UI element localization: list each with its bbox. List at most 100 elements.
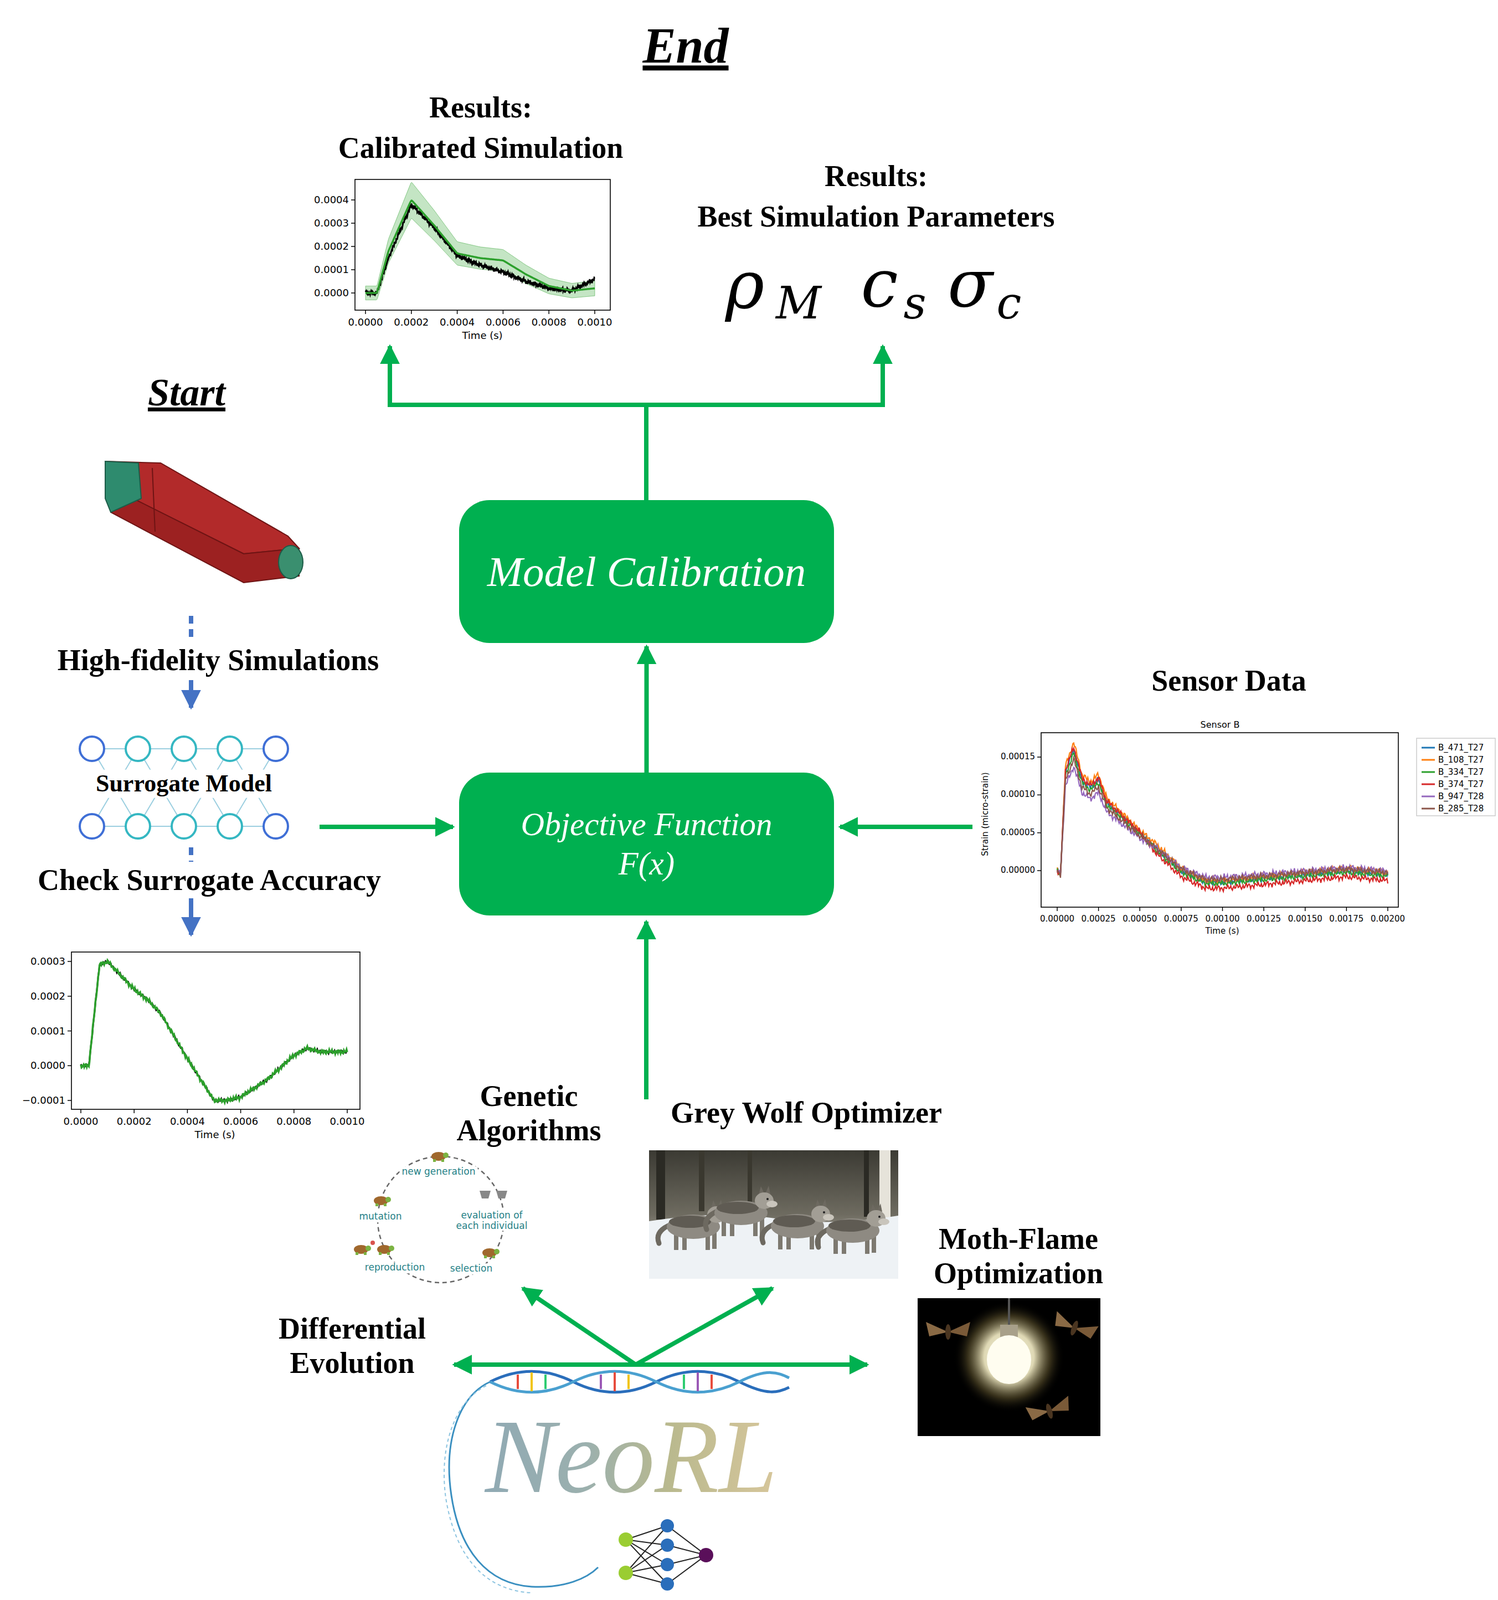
cycle-step: selection xyxy=(448,1263,495,1275)
legend-entry: B_947_T28 xyxy=(1438,791,1484,802)
flow-arrow xyxy=(644,404,649,501)
logo-art xyxy=(660,1577,674,1591)
axis-tick xyxy=(67,960,72,962)
axis-tick xyxy=(351,269,355,271)
axis-tick-label: 0.0003 xyxy=(313,217,349,230)
cycle-step: mutation xyxy=(357,1211,405,1223)
flow-arrow xyxy=(635,1362,868,1367)
flow-arrow xyxy=(319,824,453,830)
parameter-subscript: M xyxy=(775,281,822,326)
algorithm-label: Grey Wolf Optimizer xyxy=(670,1095,942,1130)
axis-tick xyxy=(351,292,355,294)
axis-title: Time (s) xyxy=(461,330,503,342)
axis-tick-label: 0.0008 xyxy=(276,1115,312,1128)
axis-tick xyxy=(1139,907,1141,911)
axis-tick xyxy=(293,1109,295,1114)
cycle-step: new generation xyxy=(399,1166,478,1178)
axis-tick-label: 0.00100 xyxy=(1205,914,1240,924)
logo-art xyxy=(530,1372,533,1392)
legend-entry: B_374_T27 xyxy=(1438,779,1484,790)
box-text: Model Calibration xyxy=(487,546,806,597)
uncertainty-band xyxy=(365,182,595,300)
logo-art xyxy=(660,1557,674,1572)
result-heading: Best Simulation Parameters xyxy=(697,199,1055,234)
axis-tick-label: 0.0006 xyxy=(485,316,521,329)
neural-net-icon xyxy=(125,814,151,839)
ga-cycle xyxy=(479,1190,508,1199)
axis-tick xyxy=(240,1109,242,1114)
logo-art xyxy=(618,1532,633,1547)
flow-arrow xyxy=(522,1288,636,1365)
model-label: Surrogate Model xyxy=(93,769,275,799)
axis-tick xyxy=(346,1109,348,1114)
axis-tick-label: 0.00005 xyxy=(1000,827,1036,838)
wolf-photo xyxy=(817,1203,890,1254)
axis-tick-label: 0.0000 xyxy=(30,1059,66,1072)
logo-art xyxy=(613,1372,616,1392)
moth-photo xyxy=(917,1298,1101,1436)
axis-tick-label: 0.00175 xyxy=(1329,914,1364,924)
logo-art xyxy=(667,1555,707,1584)
parameter-subscript: c xyxy=(996,281,1022,326)
logo-art xyxy=(490,1371,790,1393)
flow-arrow xyxy=(840,824,973,830)
process-box: Objective FunctionF(x) xyxy=(459,772,835,916)
legend-sample xyxy=(1421,771,1435,774)
axis-tick-label: 0.00000 xyxy=(1040,914,1075,924)
axis-tick-label: 0.0010 xyxy=(577,316,613,329)
axis-tick xyxy=(351,222,355,224)
axis-tick xyxy=(351,245,355,247)
axis-tick xyxy=(67,1099,72,1101)
result-heading: Results: xyxy=(824,158,928,194)
neural-net-icon xyxy=(125,736,151,761)
moth-photo xyxy=(1025,1395,1074,1425)
axis-tick xyxy=(187,1109,189,1114)
parameter-symbol: c xyxy=(860,250,898,317)
axis-tick xyxy=(67,1030,72,1032)
axis-tick-label: 0.0001 xyxy=(30,1025,66,1037)
ga-cycle xyxy=(377,1244,395,1255)
axis-tick xyxy=(1180,907,1182,911)
ga-cycle xyxy=(353,1244,372,1255)
axis-tick xyxy=(364,310,367,314)
workflow-arrow xyxy=(188,847,194,862)
logo-art xyxy=(599,1374,602,1389)
neural-net-icon xyxy=(263,814,288,839)
moth-photo xyxy=(1007,1298,1011,1327)
step-label: Check Surrogate Accuracy xyxy=(37,862,382,898)
step-label: Sensor Data xyxy=(1151,663,1307,698)
ga-cycle xyxy=(431,1151,449,1162)
moth-photo xyxy=(917,1298,1101,1436)
neural-net-icon xyxy=(217,736,243,761)
wolf-photo xyxy=(656,1150,666,1220)
flow-arrow xyxy=(319,346,973,1365)
axis-tick-label: 0.0002 xyxy=(313,240,349,253)
axis-tick-label: 0.00015 xyxy=(1000,752,1036,762)
start-heading: Start xyxy=(147,370,226,416)
axis-tick xyxy=(1037,756,1042,758)
sensor-curve xyxy=(1057,743,1388,884)
axis-tick xyxy=(1056,907,1058,911)
axis-tick-label: 0.0010 xyxy=(330,1115,365,1128)
axis-tick-label: 0.00050 xyxy=(1122,914,1157,924)
logo-art xyxy=(444,1371,790,1593)
neural-net-icon xyxy=(79,814,105,839)
simulated-curve xyxy=(80,961,348,1103)
simulated-curve xyxy=(365,200,595,293)
flow-arrow xyxy=(389,346,883,405)
moth-photo xyxy=(1051,1310,1099,1343)
axis-tick-label: 0.0000 xyxy=(313,287,349,300)
box-text: Objective Function xyxy=(521,804,773,844)
axis-tick xyxy=(1098,907,1100,911)
axis-tick-label: 0.00000 xyxy=(1000,865,1036,875)
axis-tick xyxy=(351,199,355,201)
axis-tick-label: 0.00075 xyxy=(1164,914,1199,924)
legend-entry: B_334_T27 xyxy=(1438,767,1484,777)
axis-tick xyxy=(548,310,550,314)
axis-tick xyxy=(67,1065,72,1067)
legend-sample xyxy=(1421,759,1435,761)
axis-tick-label: 0.0004 xyxy=(313,194,349,207)
result-heading: Results: xyxy=(429,90,533,125)
legend-sample xyxy=(1421,807,1435,810)
